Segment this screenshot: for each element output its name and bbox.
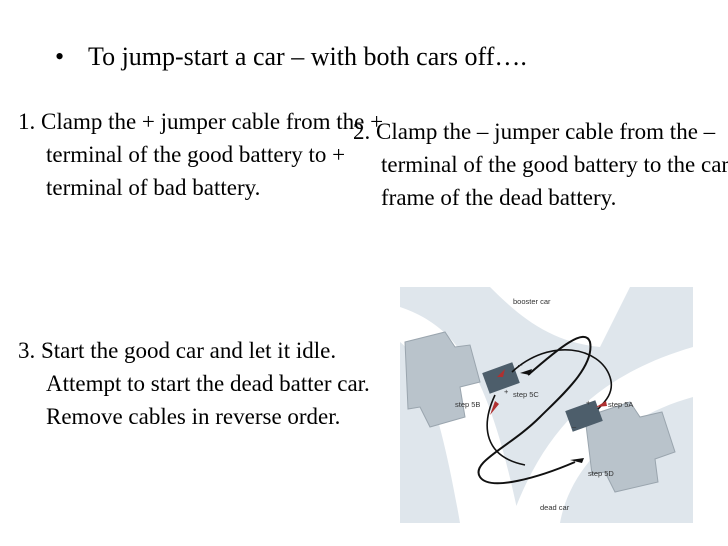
bullet-marker: • — [55, 42, 65, 71]
clamp-booster-pos — [497, 369, 505, 377]
dead-battery — [565, 400, 603, 432]
step-1-text: 1. Clamp the + jumper cable from the + t… — [18, 109, 384, 200]
building-left — [404, 331, 481, 428]
label-booster-car: booster car — [513, 297, 551, 306]
label-step-5c: step 5C — [513, 390, 539, 399]
clamp-dead-frame — [570, 458, 584, 463]
heading: • To jump-start a car – with both cars o… — [55, 42, 527, 72]
step-2-text: 2. Clamp the – jumper cable from the – t… — [353, 119, 728, 210]
label-step-5a: step 5A — [608, 400, 633, 409]
clamp-dead-pos — [596, 401, 607, 407]
black-cable — [477, 335, 592, 485]
building-right — [584, 401, 676, 493]
road-top — [490, 287, 630, 347]
clamp-booster-neg — [520, 369, 532, 375]
label-step-5d: step 5D — [588, 469, 614, 478]
heading-text: To jump-start a car – with both cars off… — [88, 42, 527, 71]
label-minus-booster: – — [518, 360, 523, 369]
booster-battery — [482, 362, 520, 394]
label-plus-dead: + — [586, 398, 591, 407]
label-minus-dead: – — [572, 422, 577, 431]
black-cable-lower — [486, 394, 526, 466]
label-dead-car: dead car — [540, 503, 570, 512]
step-3-text: 3. Start the good car and let it idle. A… — [18, 338, 370, 429]
diagram-svg: booster car dead car step 5A step 5B ste… — [400, 287, 693, 523]
clamp-red-end — [490, 401, 499, 415]
label-step-5b: step 5B — [455, 400, 480, 409]
label-plus-booster: + — [504, 387, 509, 396]
jump-start-diagram: booster car dead car step 5A step 5B ste… — [400, 287, 693, 523]
red-cable — [511, 349, 613, 410]
